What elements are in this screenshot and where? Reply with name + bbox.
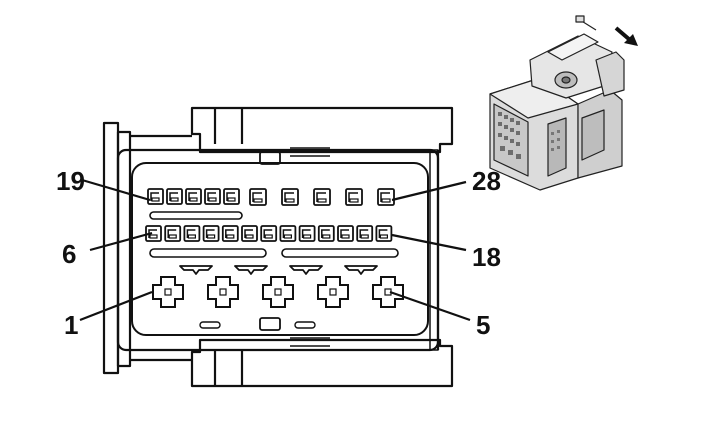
pin-cavity-dense bbox=[164, 225, 182, 242]
top-latch-housing bbox=[190, 106, 454, 154]
leader-pin-6 bbox=[89, 231, 153, 252]
pin-cavity-dense bbox=[317, 225, 335, 242]
keying-notch bbox=[344, 265, 378, 275]
bottom-key-tab bbox=[259, 317, 281, 331]
label-pin-6: 6 bbox=[62, 239, 76, 269]
leader-pin-19 bbox=[81, 178, 151, 202]
separator-slot-top bbox=[149, 211, 243, 220]
pin-cavity-dense bbox=[356, 225, 374, 242]
leader-pin-1 bbox=[79, 290, 153, 322]
pin-cavity-power bbox=[207, 276, 239, 308]
pin-cavity-dense bbox=[279, 225, 297, 242]
pin-cavity-medium bbox=[377, 188, 395, 206]
connector-face-view bbox=[102, 106, 454, 388]
pin-cavity-dense bbox=[241, 225, 258, 242]
pin-cavity-small bbox=[166, 188, 183, 205]
pin-array bbox=[145, 188, 404, 308]
pin-cavity-medium bbox=[345, 188, 363, 206]
pin-cavity-dense bbox=[221, 225, 239, 242]
pin-cavity-dense bbox=[375, 225, 393, 242]
leader-lines bbox=[79, 178, 471, 322]
connector-body bbox=[116, 148, 440, 352]
pin-cavity-dense bbox=[183, 225, 201, 242]
pin-cavity-medium bbox=[249, 188, 267, 206]
bottom-latch-housing bbox=[190, 338, 454, 388]
direction-arrow-icon bbox=[614, 26, 638, 46]
left-rib bbox=[102, 121, 120, 375]
pin-cavity-dense bbox=[260, 225, 278, 242]
pin-cavity-power bbox=[317, 276, 349, 308]
keying-notch bbox=[234, 265, 268, 275]
label-pin-1: 1 bbox=[64, 310, 78, 340]
leader-pin-18 bbox=[391, 233, 467, 252]
leader-pin-5 bbox=[389, 290, 471, 322]
separator-slot-left bbox=[149, 248, 267, 258]
top-key-tab bbox=[259, 151, 281, 165]
connector-3d-view bbox=[489, 15, 625, 191]
pin-cavity-small bbox=[185, 188, 202, 205]
pin-cavity-power bbox=[372, 276, 404, 308]
label-pin-18: 18 bbox=[472, 242, 501, 272]
pin-cavity-small bbox=[223, 188, 240, 205]
pin-cavity-power bbox=[262, 276, 294, 308]
pin-cavity-medium bbox=[313, 188, 331, 206]
pin-cavity-dense bbox=[298, 225, 316, 242]
keying-notch bbox=[289, 265, 323, 275]
pin-cavity-small bbox=[147, 188, 164, 205]
pin-cavity-dense bbox=[202, 225, 220, 242]
keying-notch bbox=[179, 265, 213, 275]
pin-cavity-small bbox=[204, 188, 221, 205]
pin-cavity-dense bbox=[337, 225, 354, 242]
pin-cavity-power bbox=[152, 276, 184, 308]
label-pin-5: 5 bbox=[476, 310, 490, 340]
leader-pin-28 bbox=[391, 180, 467, 202]
label-pin-19: 19 bbox=[56, 166, 85, 196]
pin-cavity-medium bbox=[281, 188, 299, 206]
separator-slot-right bbox=[281, 248, 399, 258]
pin-cavity-dense bbox=[145, 225, 162, 242]
